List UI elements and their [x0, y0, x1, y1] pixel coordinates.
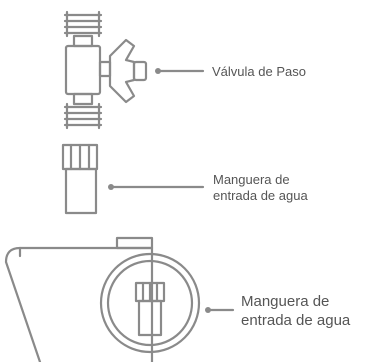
valve-handle	[108, 38, 136, 104]
hose-detail-label: Manguera de entrada de agua	[241, 292, 350, 330]
hose-label-line-1: Manguera de	[213, 172, 290, 187]
detail-magnifier	[99, 252, 201, 354]
hose-detail-label-line-2: entrada de agua	[241, 312, 351, 329]
tank-illustration	[4, 236, 154, 362]
detail-leader-dot	[205, 307, 211, 313]
tank-cap	[115, 236, 154, 250]
valve-body	[64, 44, 102, 96]
valve-bottom-thread	[63, 102, 103, 130]
valve-stem	[98, 60, 112, 78]
valve-illustration	[63, 10, 148, 130]
valve-handle-cap	[132, 60, 148, 82]
hose-label-line-2: entrada de agua	[213, 188, 308, 203]
valve-leader-dot	[155, 68, 161, 74]
hose-connector-illustration	[61, 143, 99, 215]
valve-top-thread	[63, 10, 103, 48]
hose-leader-dot	[108, 184, 114, 190]
hose-label: Manguera de entrada de agua	[213, 172, 308, 204]
valve-label-text: Válvula de Paso	[212, 64, 306, 79]
hose-detail-label-line-1: Manguera de	[241, 293, 330, 310]
valve-label: Válvula de Paso	[212, 64, 306, 80]
